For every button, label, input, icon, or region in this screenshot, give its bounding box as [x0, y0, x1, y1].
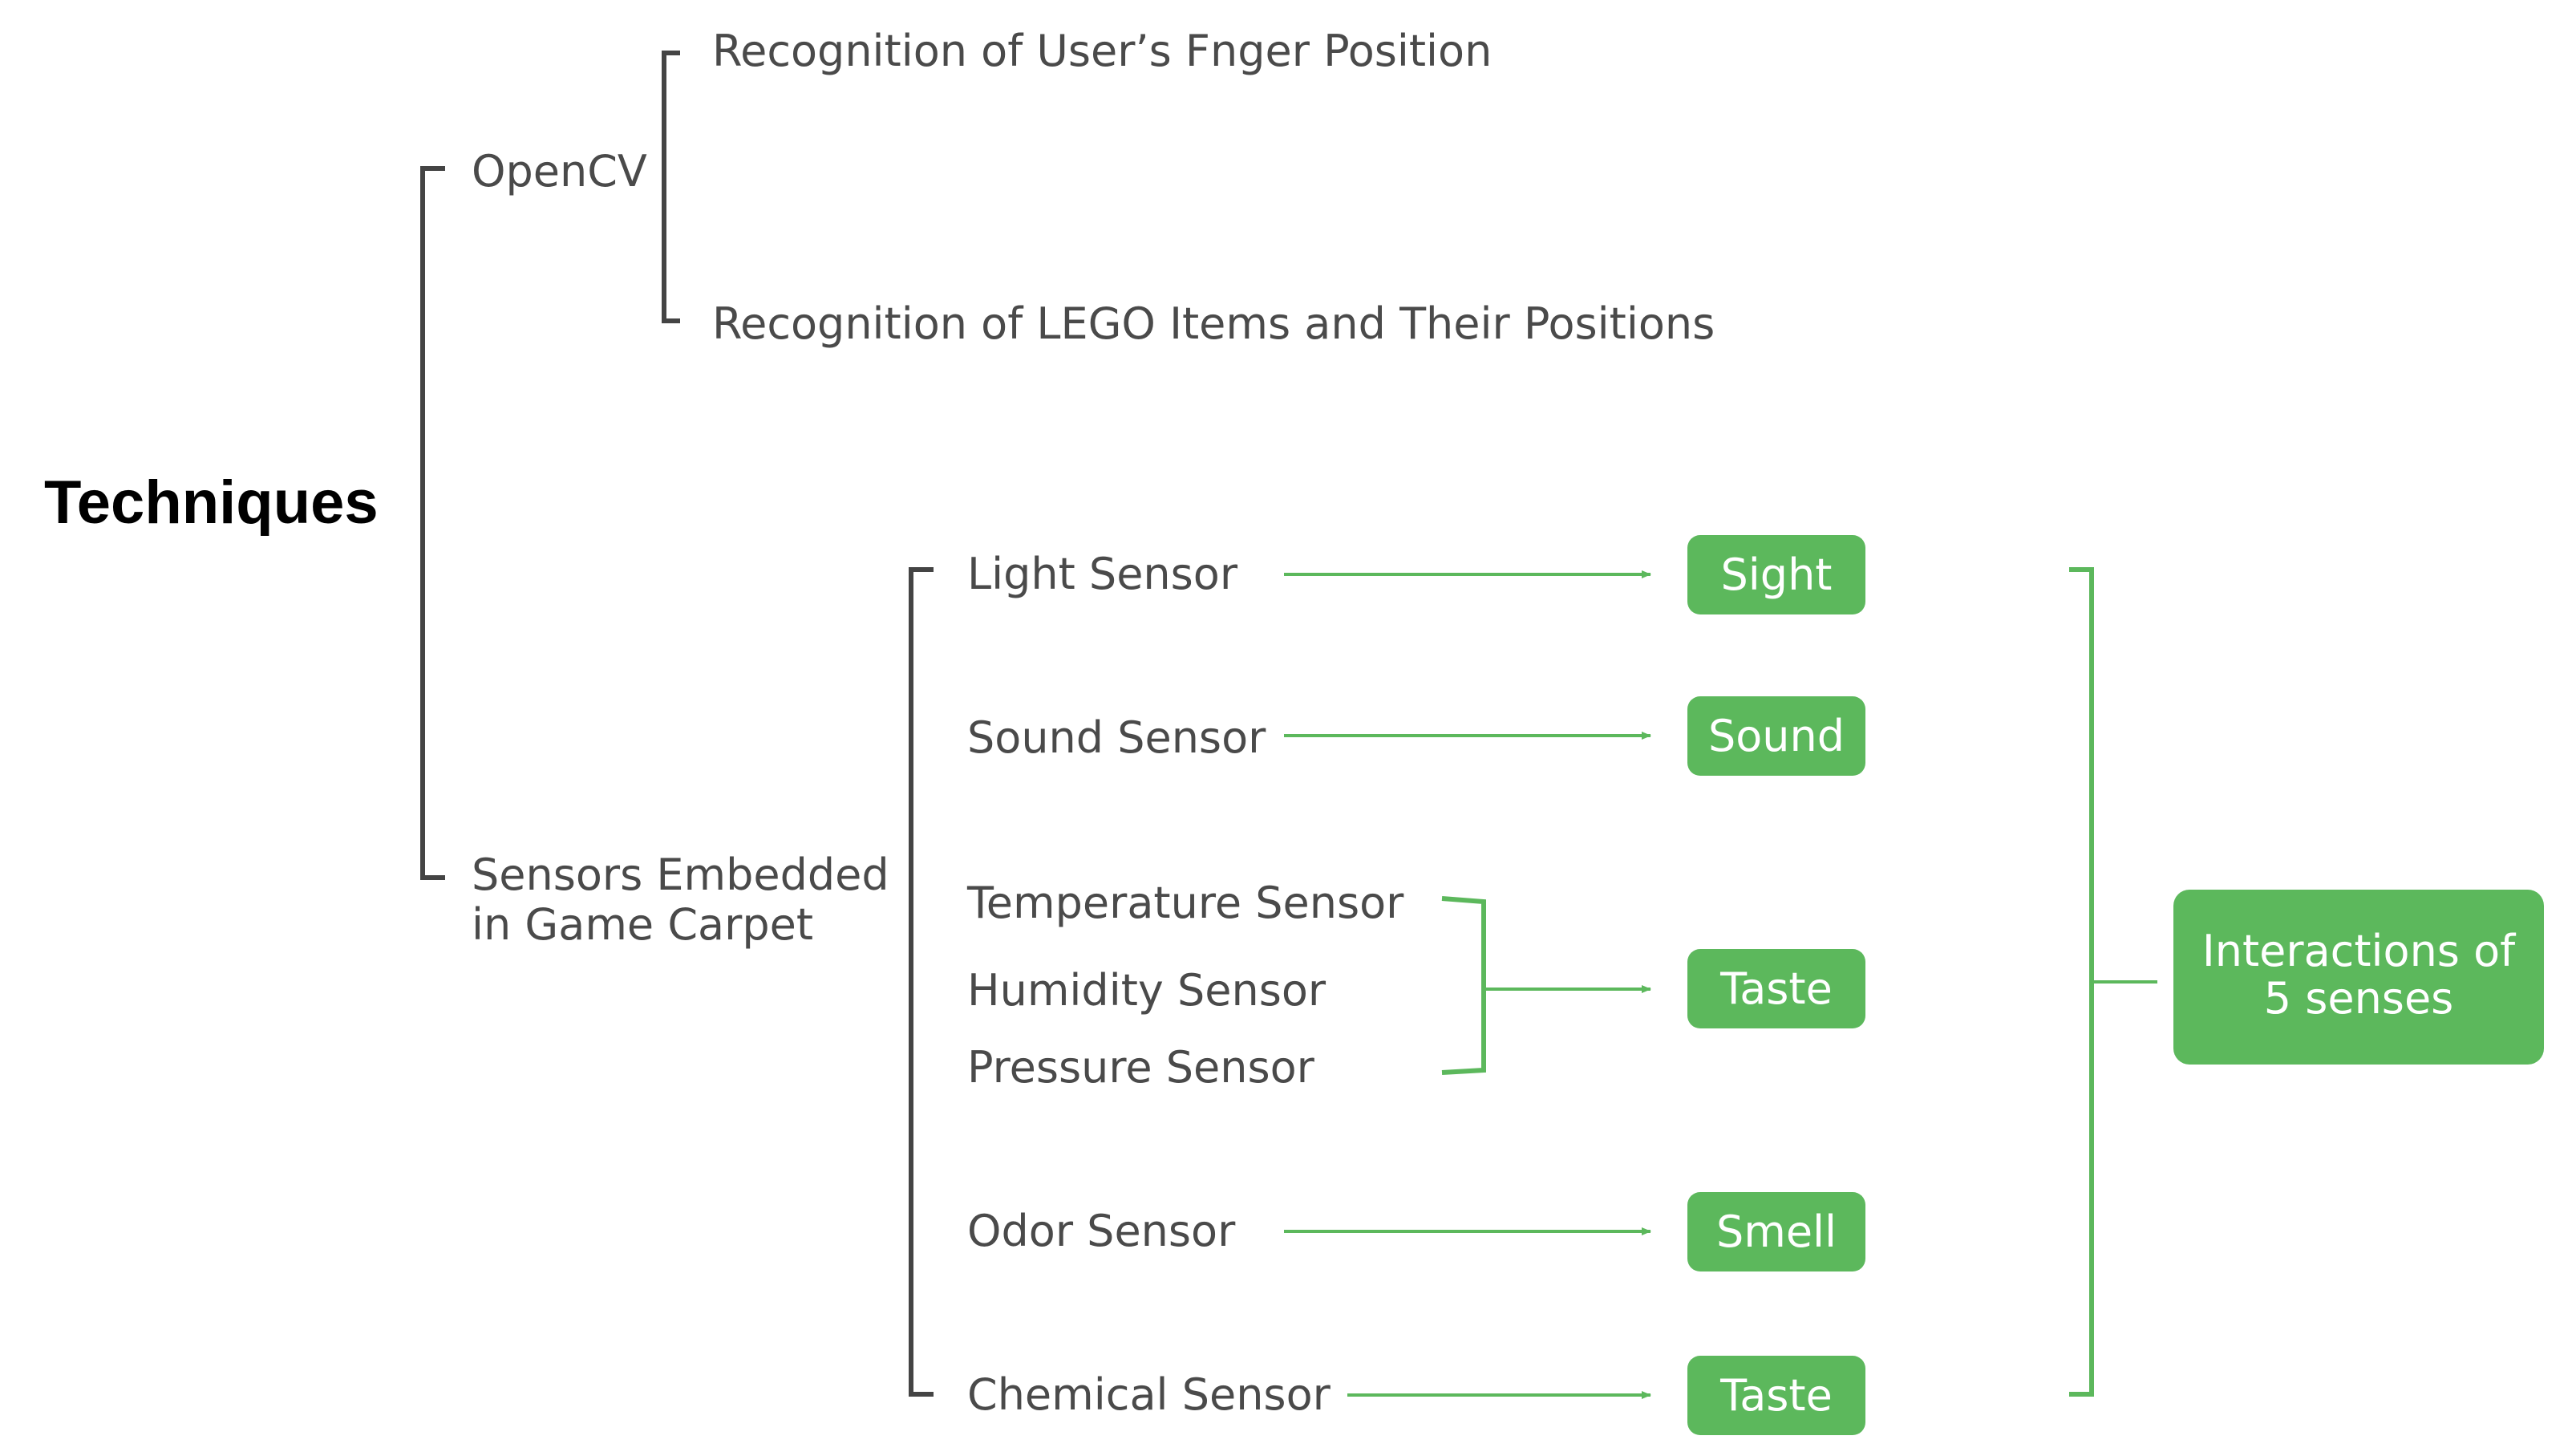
sensors-label-line1: Sensors Embedded	[472, 850, 889, 900]
result-line2: 5 senses	[2264, 973, 2454, 1024]
sense-box-smell	[1687, 1192, 1865, 1271]
bracket-temp-humidity-pressure	[1441, 896, 1486, 1075]
sensors-label-line2: in Game Carpet	[472, 899, 813, 950]
opencv-item-finger: Recognition of User’s Fnger Position	[712, 26, 1492, 76]
sense-box-sight	[1687, 535, 1865, 614]
sense-taste: Taste	[1719, 963, 1833, 1014]
sense-box-taste-2	[1687, 1356, 1865, 1435]
senses-bracket	[2069, 567, 2094, 1397]
sense-sound: Sound	[1708, 711, 1845, 761]
sensor-odor: Odor Sensor	[967, 1206, 1236, 1256]
sense-sight: Sight	[1721, 550, 1833, 600]
root-bracket	[420, 166, 445, 880]
sense-box-taste	[1687, 949, 1865, 1028]
sensor-humidity: Humidity Sensor	[967, 965, 1326, 1016]
sensors-bracket	[909, 567, 934, 1397]
sensor-sound: Sound Sensor	[967, 712, 1266, 763]
root-label: Techniques	[44, 468, 379, 537]
sensor-temperature: Temperature Sensor	[966, 878, 1404, 928]
sensor-pressure: Pressure Sensor	[967, 1042, 1315, 1093]
sensor-chemical: Chemical Sensor	[967, 1369, 1331, 1420]
sense-box-sound	[1687, 696, 1865, 776]
result-line1: Interactions of	[2202, 926, 2517, 976]
result-box	[2173, 890, 2544, 1065]
sense-smell: Smell	[1716, 1207, 1837, 1257]
opencv-item-lego: Recognition of LEGO Items and Their Posi…	[712, 298, 1715, 349]
opencv-label: OpenCV	[472, 146, 647, 197]
opencv-bracket	[662, 51, 680, 323]
sense-taste-2: Taste	[1719, 1370, 1833, 1421]
sensor-light: Light Sensor	[967, 549, 1238, 599]
